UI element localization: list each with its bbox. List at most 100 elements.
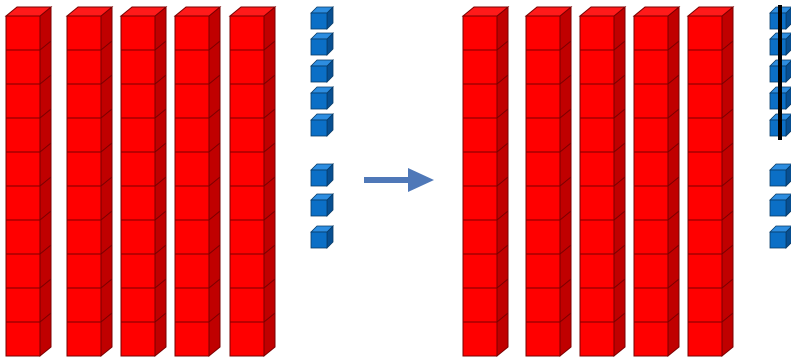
rod-side-seam [263, 40, 276, 51]
rod-cube [66, 321, 102, 357]
unit-front-face [310, 92, 328, 110]
rod-cube [120, 151, 156, 187]
rod-cube [687, 49, 723, 85]
unit-cube [310, 32, 334, 56]
rod-cube [633, 321, 669, 357]
rod-side-seam [667, 108, 680, 119]
rod-side-seam [263, 176, 276, 187]
unit-front-face [310, 119, 328, 137]
rod-side-seam [496, 176, 509, 187]
rod-side-seam [496, 108, 509, 119]
unit-cube [310, 59, 334, 83]
rod-cube [687, 185, 723, 221]
rod-cube [229, 15, 265, 51]
rod-cube [5, 117, 41, 153]
unit-front-face [310, 38, 328, 56]
rod-side-seam [667, 210, 680, 221]
ten-rod [524, 5, 573, 358]
rod-side-seam [208, 142, 221, 153]
rod-side-seam [721, 312, 734, 323]
ten-rod [4, 5, 53, 358]
rod-side-seam [100, 74, 113, 85]
rod-side-seam [496, 244, 509, 255]
rod-cube [174, 321, 210, 357]
rod-cube [229, 185, 265, 221]
rod-side-seam [263, 244, 276, 255]
rod-side-seam [613, 278, 626, 289]
ten-rod [119, 5, 168, 358]
rod-cube [120, 287, 156, 323]
unit-cube [310, 193, 334, 217]
rod-cube [462, 287, 498, 323]
rod-side-seam [208, 312, 221, 323]
ten-rod [65, 5, 114, 358]
unit-cube [310, 113, 334, 137]
rod-side-seam [559, 210, 572, 221]
unit-front-face [310, 169, 328, 187]
rod-side-seam [39, 176, 52, 187]
rod-cube [525, 151, 561, 187]
rod-side-seam [100, 142, 113, 153]
rod-side-seam [263, 108, 276, 119]
rod-cube [229, 49, 265, 85]
rod-cube [229, 253, 265, 289]
rod-side-seam [39, 108, 52, 119]
rod-side-seam [559, 278, 572, 289]
rod-side-seam [39, 210, 52, 221]
rod-side-seam [154, 40, 167, 51]
rod-cube [525, 185, 561, 221]
rod-cube [229, 219, 265, 255]
rod-side-seam [613, 74, 626, 85]
rod-cube [633, 185, 669, 221]
rod-side-seam [263, 74, 276, 85]
rod-cube [229, 287, 265, 323]
rod-side-seam [721, 176, 734, 187]
rod-cube [5, 49, 41, 85]
rod-cube [633, 219, 669, 255]
rod-side-seam [559, 176, 572, 187]
rod-side-seam [613, 142, 626, 153]
unit-cube [769, 163, 791, 187]
before-blocks-group [4, 5, 334, 358]
rod-cube [579, 253, 615, 289]
rod-cube [120, 321, 156, 357]
transition-arrow [364, 168, 434, 192]
after-blocks-group [461, 5, 791, 358]
rod-cube [525, 49, 561, 85]
rod-cube [579, 83, 615, 119]
rod-cube [525, 253, 561, 289]
rod-side-seam [39, 278, 52, 289]
rod-side-seam [154, 244, 167, 255]
rod-side-seam [208, 244, 221, 255]
rod-side-seam [496, 40, 509, 51]
rod-cube [525, 321, 561, 357]
rod-side-seam [208, 176, 221, 187]
rod-cube [5, 321, 41, 357]
rod-cube [5, 15, 41, 51]
rod-cube [525, 219, 561, 255]
unit-cube [769, 193, 791, 217]
rod-side-seam [667, 312, 680, 323]
rod-side-seam [100, 244, 113, 255]
rod-cube [633, 253, 669, 289]
rod-cube [633, 49, 669, 85]
rod-cube [174, 151, 210, 187]
rod-side-seam [263, 278, 276, 289]
rod-cube [120, 185, 156, 221]
rod-cube [579, 15, 615, 51]
rod-side-seam [496, 142, 509, 153]
rod-side-seam [263, 210, 276, 221]
rod-cube [525, 15, 561, 51]
rod-cube [633, 117, 669, 153]
rod-side-seam [154, 74, 167, 85]
rod-cube [687, 321, 723, 357]
rod-cube [229, 117, 265, 153]
rod-cube [5, 151, 41, 187]
rod-cube [462, 253, 498, 289]
rod-side-seam [721, 278, 734, 289]
rod-cube [687, 151, 723, 187]
rod-cube [687, 219, 723, 255]
unit-cube [310, 225, 334, 249]
ten-rod [632, 5, 681, 358]
rod-cube [579, 151, 615, 187]
